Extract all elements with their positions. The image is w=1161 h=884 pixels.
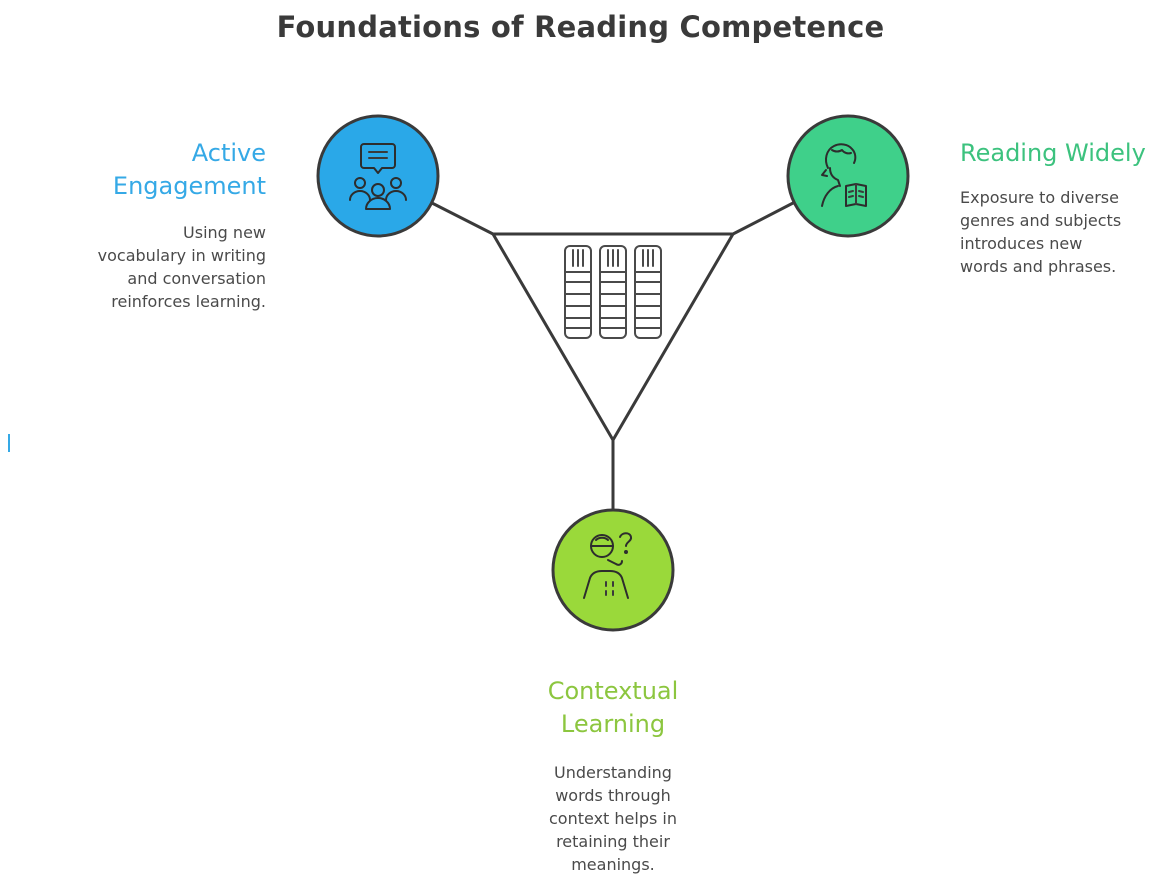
reading-widely-description: Exposure to diverse genres and subjects …	[960, 188, 1122, 276]
reading-widely-circle	[786, 114, 910, 238]
reading-widely-heading: Reading Widely	[960, 139, 1146, 167]
connector-active-to-triangle	[429, 200, 494, 236]
active-engagement-heading: Active Engagement	[60, 137, 266, 203]
contextual-learning-heading: Contextual Learning	[488, 675, 738, 741]
active-engagement-heading-line1: Active	[191, 139, 266, 167]
contextual-learning-heading-line1: Contextual	[547, 677, 679, 705]
contextual-learning-circle	[551, 508, 675, 632]
diagram-title: Foundations of Reading Competence	[276, 10, 885, 44]
discussion-group-icon	[349, 143, 407, 210]
stacked-books-icon	[564, 245, 662, 339]
active-engagement-heading-line2: Engagement	[112, 172, 266, 200]
thinking-person-icon	[583, 532, 633, 599]
edge-marker	[8, 434, 10, 452]
contextual-learning-description: Understanding words through context help…	[549, 763, 677, 874]
active-engagement-circle	[316, 114, 440, 238]
person-reading-book-icon	[821, 143, 867, 207]
active-engagement-description: Using new vocabulary in writing and conv…	[97, 223, 266, 311]
contextual-learning-heading-line2: Learning	[560, 710, 666, 738]
connector-reading-to-triangle	[732, 200, 796, 236]
